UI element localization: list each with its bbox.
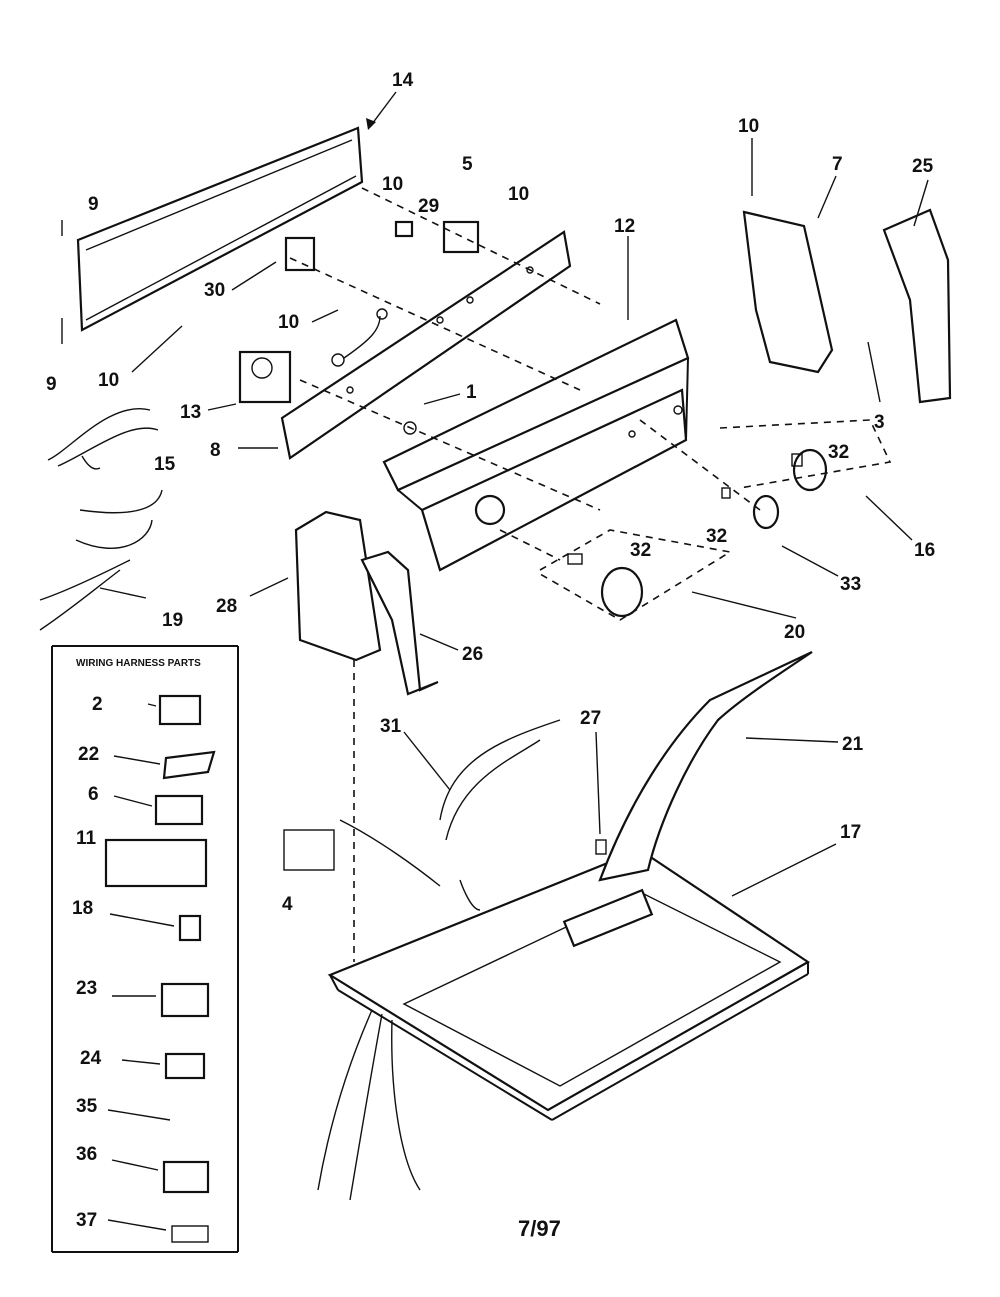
callout-7: 7 xyxy=(832,154,843,175)
callout-h2: 2 xyxy=(92,694,103,715)
main-harness xyxy=(283,719,561,1201)
callout-h18: 18 xyxy=(72,898,93,919)
callout-14: 14 xyxy=(392,70,414,91)
callout-26: 26 xyxy=(462,644,483,665)
screw xyxy=(595,839,607,855)
callout-9-top: 9 xyxy=(88,194,99,215)
callout-4: 4 xyxy=(282,894,293,915)
console xyxy=(382,318,690,572)
top-panel xyxy=(327,848,811,1121)
callout-labels: 14 9 9 10 10 10 10 10 29 5 30 13 8 1 12 … xyxy=(46,70,935,1241)
wire-harness-19 xyxy=(39,489,163,631)
callout-15: 15 xyxy=(154,454,176,475)
control-bracket xyxy=(280,230,572,460)
callout-10-a: 10 xyxy=(98,370,119,391)
callout-h24: 24 xyxy=(80,1048,102,1069)
callout-10-d: 10 xyxy=(508,184,529,205)
callout-h35: 35 xyxy=(76,1096,98,1117)
terminal-block xyxy=(394,220,480,254)
callout-28: 28 xyxy=(216,596,237,617)
callout-h11: 11 xyxy=(76,828,97,849)
leader-lines xyxy=(61,91,929,1231)
callout-30: 30 xyxy=(204,280,225,301)
callout-32-c: 32 xyxy=(630,540,651,561)
end-cap-left-cover xyxy=(360,550,439,696)
callout-h37: 37 xyxy=(76,1210,97,1231)
callout-31: 31 xyxy=(380,716,402,737)
light-socket xyxy=(331,308,417,435)
callout-29: 29 xyxy=(418,196,439,217)
callout-21: 21 xyxy=(842,734,864,755)
date-code: 7/97 xyxy=(518,1216,561,1241)
callout-h6: 6 xyxy=(88,784,99,805)
callout-20: 20 xyxy=(784,622,805,643)
callout-10-c: 10 xyxy=(382,174,403,195)
callout-32-a: 32 xyxy=(828,442,849,463)
switch xyxy=(284,236,316,272)
callout-10-e: 10 xyxy=(738,116,759,137)
callout-5: 5 xyxy=(462,154,473,175)
dashed-guides xyxy=(289,187,892,962)
harness-box-title: WIRING HARNESS PARTS xyxy=(76,658,201,669)
rear-panel xyxy=(76,126,364,332)
callout-9-bottom: 9 xyxy=(46,374,57,395)
callout-h23: 23 xyxy=(76,978,97,999)
end-cap-left xyxy=(294,510,382,662)
callout-h22: 22 xyxy=(78,744,99,765)
timer xyxy=(238,350,292,404)
callout-32-b: 32 xyxy=(706,526,727,547)
harness-parts-box xyxy=(51,645,239,1253)
knob-group xyxy=(567,448,828,618)
callout-12: 12 xyxy=(614,216,635,237)
end-cap-cover xyxy=(882,208,952,404)
callout-33: 33 xyxy=(840,574,861,595)
callout-10-b: 10 xyxy=(278,312,299,333)
callout-16: 16 xyxy=(914,540,935,561)
callout-19: 19 xyxy=(162,610,183,631)
wire-harness-15 xyxy=(47,407,159,470)
callout-25: 25 xyxy=(912,156,934,177)
callout-1: 1 xyxy=(466,382,477,403)
end-cap-right xyxy=(742,210,834,374)
callout-8: 8 xyxy=(210,440,221,461)
callout-13: 13 xyxy=(180,402,201,423)
callout-27: 27 xyxy=(580,708,601,729)
callout-17: 17 xyxy=(840,822,861,843)
lint-duct xyxy=(598,651,813,882)
callout-3: 3 xyxy=(874,412,885,433)
callout-h36: 36 xyxy=(76,1144,97,1165)
